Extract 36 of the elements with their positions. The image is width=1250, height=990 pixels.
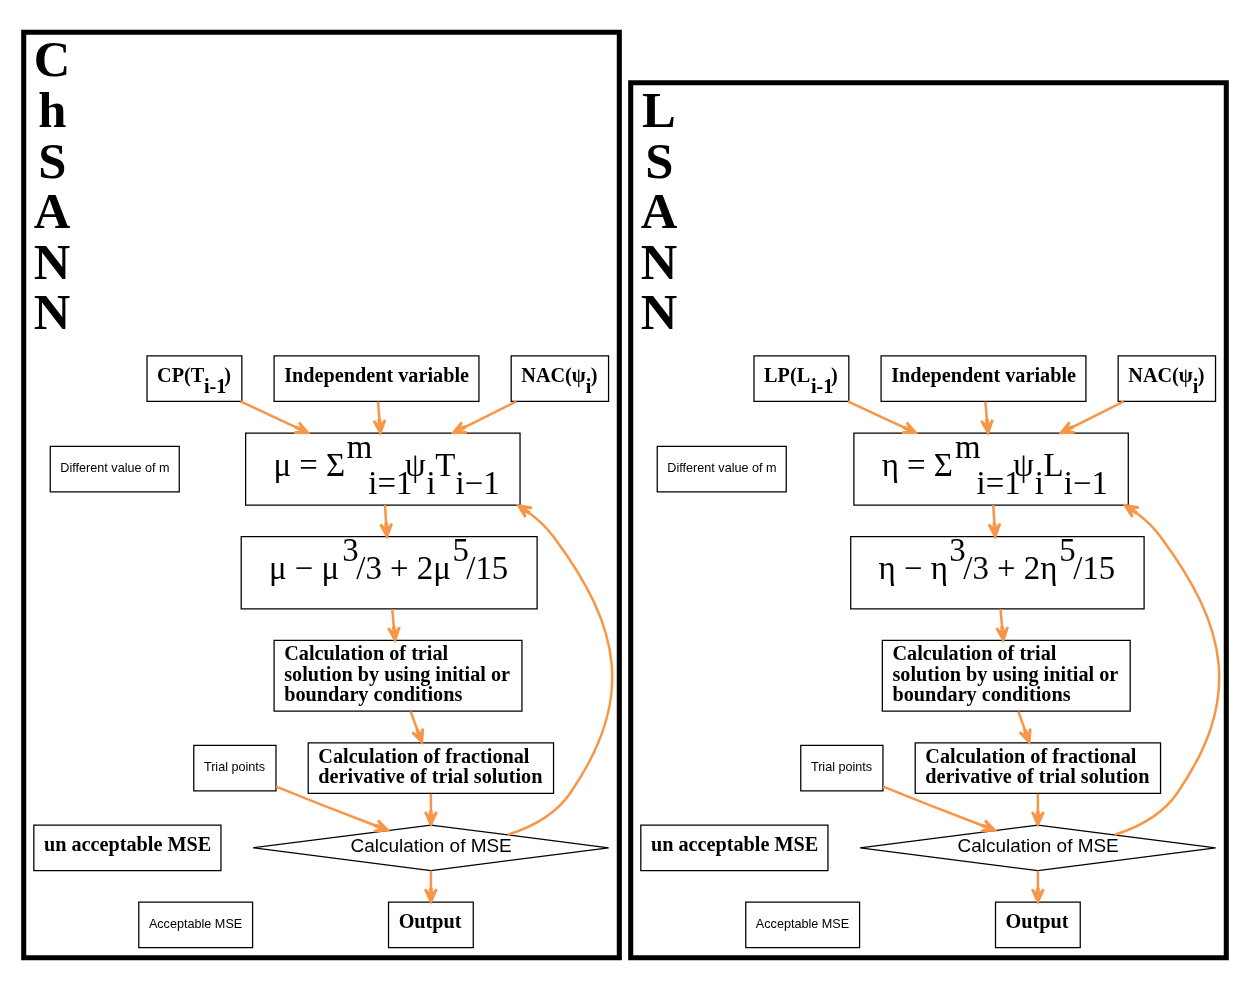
arrow: [372, 401, 387, 435]
node-box: Acceptable MSE: [138, 901, 254, 949]
arrow: [882, 785, 997, 833]
node-box: Calculation of fractional derivative of trial solution: [307, 742, 555, 795]
arrow: [987, 505, 1002, 538]
arrow: [239, 400, 310, 435]
arrow: [423, 870, 438, 904]
node-box: Trial points: [193, 744, 277, 792]
arrow: [1114, 503, 1221, 836]
arrow: [409, 711, 425, 744]
node-box: un acceptable MSE: [33, 824, 222, 872]
arrow: [275, 785, 390, 833]
node-box: un acceptable MSE: [640, 824, 829, 872]
node-box: Calculation of trial solution by using initial or boundary conditions: [273, 639, 523, 712]
node-box: Output: [994, 901, 1081, 949]
node-box: Output: [387, 901, 474, 949]
node-diamond: Calculation of MSE: [252, 824, 610, 872]
arrow: [1017, 711, 1032, 744]
arrow: [847, 400, 918, 435]
node-diamond: Calculation of MSE: [859, 824, 1217, 872]
arrow: [386, 609, 401, 642]
arrow: [1059, 400, 1125, 435]
node-box: Different value of m: [49, 445, 180, 493]
node-box: Independent variable: [880, 355, 1087, 403]
arrow: [507, 504, 614, 836]
arrow: [451, 400, 518, 435]
arrow: [995, 609, 1010, 642]
node-box: Trial points: [800, 744, 884, 792]
arrow: [379, 505, 394, 538]
arrow: [1030, 870, 1045, 904]
node-box: Acceptable MSE: [745, 901, 861, 949]
node-box: Calculation of trial solution by using initial or boundary conditions: [881, 639, 1131, 712]
arrow: [980, 401, 994, 435]
node-box: Calculation of fractional derivative of trial solution: [914, 742, 1162, 795]
node-box: Independent variable: [273, 355, 480, 403]
node-box: Different value of m: [656, 445, 787, 493]
